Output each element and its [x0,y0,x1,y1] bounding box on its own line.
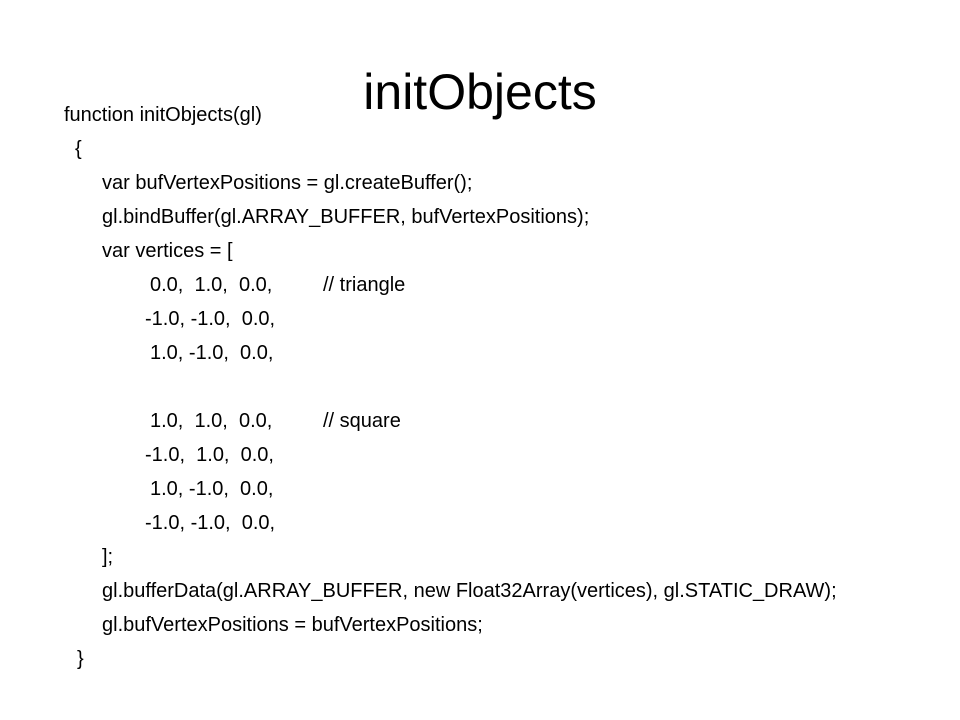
vertex-row-square-2: -1.0, 1.0, 0.0, [145,444,274,466]
create-buffer-statement: var bufVertexPositions = gl.createBuffer… [102,172,473,194]
triangle-comment: // triangle [323,274,406,296]
code-block: function initObjects(gl) { var bufVertex… [0,98,960,698]
vertex-row-square-1: 1.0, 1.0, 0.0, [150,410,273,432]
vertex-row-triangle-2: -1.0, -1.0, 0.0, [145,308,276,330]
vertex-row-square-3: 1.0, -1.0, 0.0, [150,478,274,500]
square-comment: // square [323,410,401,432]
open-brace: { [75,138,82,160]
vertices-close-statement: ]; [102,546,114,568]
close-brace: } [77,648,84,670]
vertex-row-triangle-3: 1.0, -1.0, 0.0, [150,342,274,364]
slide-title: initObjects [363,64,597,120]
assign-statement: gl.bufVertexPositions = bufVertexPositio… [102,614,483,636]
buffer-data-statement: gl.bufferData(gl.ARRAY_BUFFER, new Float… [102,580,837,602]
function-signature: function initObjects(gl) [64,104,262,126]
bind-buffer-statement: gl.bindBuffer(gl.ARRAY_BUFFER, bufVertex… [102,206,590,228]
vertex-row-square-4: -1.0, -1.0, 0.0, [145,512,276,534]
vertex-row-triangle-1: 0.0, 1.0, 0.0, [150,274,273,296]
vertices-open-statement: var vertices = [ [102,240,233,262]
